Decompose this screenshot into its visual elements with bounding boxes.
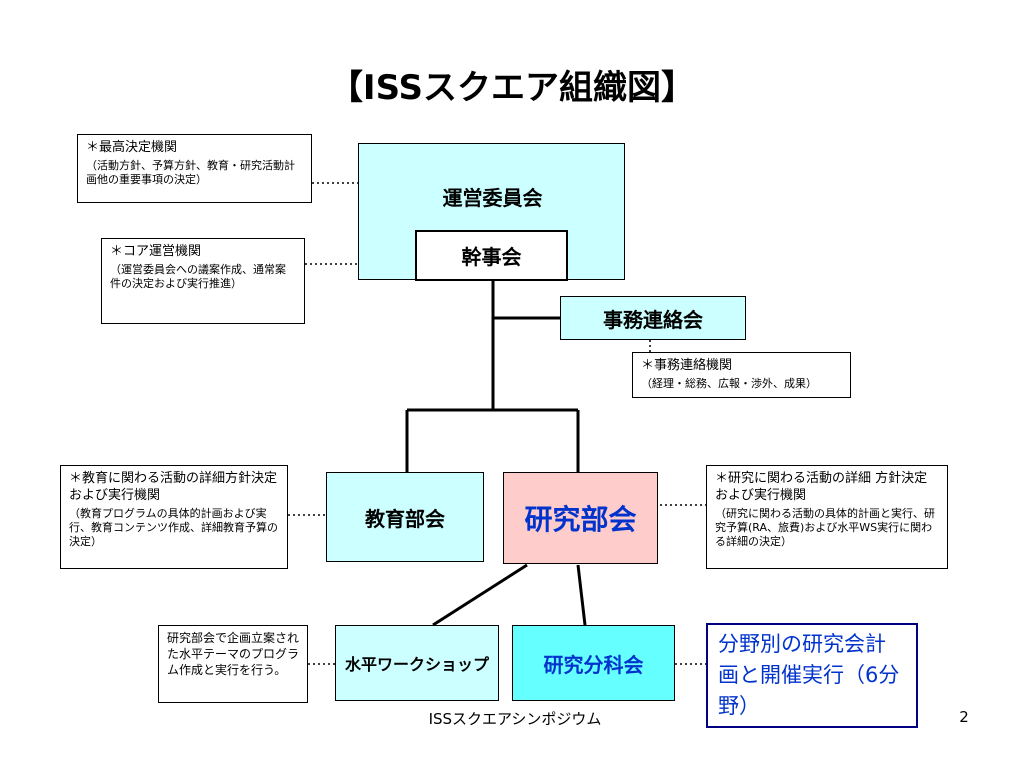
note-bunka-desc: 分野別の研究会計画と開催実行（6分野） bbox=[718, 632, 900, 718]
line-to-bunka bbox=[576, 564, 587, 626]
suihei-label: 水平ワークショップ bbox=[344, 655, 489, 674]
kenkyu-label: 研究部会 bbox=[524, 503, 637, 536]
kenkyu-box: 研究部会 bbox=[503, 472, 658, 564]
note-kyoiku-title: ＊教育に関わる活動の詳細方針決定および実行機関 bbox=[69, 471, 278, 503]
jimu-box: 事務連絡会 bbox=[560, 296, 746, 340]
footer-center: ISSスクエアシンポジウム bbox=[428, 710, 602, 728]
page-title: 【ISSスクエア組織図】 bbox=[328, 68, 696, 108]
note-core-desc: （運営委員会への議案作成、通常案件の決定および実行推進） bbox=[110, 263, 286, 290]
unei-committee-label: 運営委員会 bbox=[442, 186, 543, 210]
note-kyoiku: ＊教育に関わる活動の詳細方針決定および実行機関 （教育プログラムの具体的計画およ… bbox=[60, 465, 288, 569]
note-jimu: ＊事務連絡機関 （経理・総務、広報・渉外、成果） bbox=[632, 352, 851, 398]
note-kyoiku-desc: （教育プログラムの具体的計画および実行、教育コンテンツ作成、詳細教育予算の決定） bbox=[69, 507, 278, 548]
note-jimu-title: ＊事務連絡機関 bbox=[641, 358, 733, 373]
note-saiko: ＊最高決定機関 （活動方針、予算方針、教育・研究活動計画他の重要事項の決定） bbox=[77, 134, 312, 203]
kanji-box: 幹事会 bbox=[415, 230, 568, 281]
note-kenkyu-desc: （研究に関わる活動の具体的計画と実行、研究予算(RA、旅費)および水平WS実行に… bbox=[715, 507, 935, 548]
note-kenkyu: ＊研究に関わる活動の詳細 方針決定および実行機関 （研究に関わる活動の具体的計画… bbox=[706, 465, 948, 569]
jimu-label: 事務連絡会 bbox=[603, 307, 703, 332]
note-kenkyu-title: ＊研究に関わる活動の詳細 方針決定および実行機関 bbox=[715, 471, 928, 503]
bunka-box: 研究分科会 bbox=[512, 625, 675, 701]
note-jimu-desc: （経理・総務、広報・渉外、成果） bbox=[641, 377, 817, 390]
note-core: ＊コア運営機関 （運営委員会への議案作成、通常案件の決定および実行推進） bbox=[101, 238, 305, 324]
kyoiku-label: 教育部会 bbox=[365, 506, 445, 531]
note-saiko-title: ＊最高決定機関 bbox=[86, 140, 178, 155]
note-suihei-desc: 研究部会で企画立案された水平テーマのプログラム作成と実行を行う。 bbox=[167, 631, 300, 677]
note-core-title: ＊コア運営機関 bbox=[110, 244, 202, 259]
kyoiku-box: 教育部会 bbox=[326, 472, 484, 562]
note-suihei: 研究部会で企画立案された水平テーマのプログラム作成と実行を行う。 bbox=[158, 625, 308, 703]
suihei-box: 水平ワークショップ bbox=[335, 625, 499, 701]
bunka-label: 研究分科会 bbox=[543, 652, 644, 677]
note-bunka: 分野別の研究会計画と開催実行（6分野） bbox=[706, 623, 918, 728]
note-saiko-desc: （活動方針、予算方針、教育・研究活動計画他の重要事項の決定） bbox=[86, 159, 295, 186]
kanji-label: 幹事会 bbox=[461, 245, 522, 269]
page-number: 2 bbox=[959, 708, 969, 726]
line-to-suihei bbox=[432, 563, 528, 627]
